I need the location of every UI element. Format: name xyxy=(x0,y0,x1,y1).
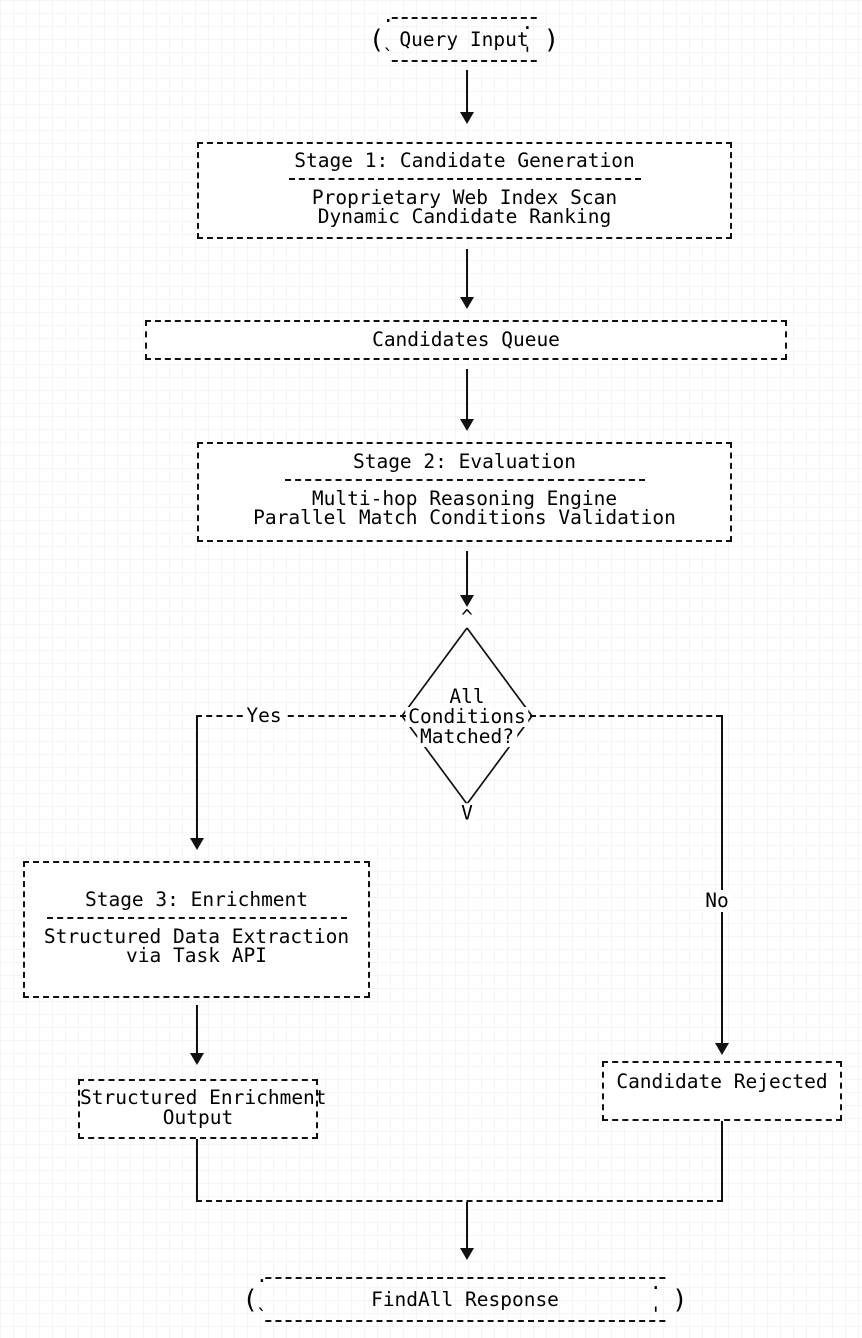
arrow-down-icon xyxy=(460,595,474,607)
stage3-divider xyxy=(46,917,347,919)
process-candidates-queue: Candidates Queue xyxy=(145,320,787,360)
edge-no-horizontal xyxy=(530,715,722,717)
terminal-findall-response-body: FindAll Response xyxy=(256,1264,665,1328)
arrow-down-icon xyxy=(190,838,204,850)
diamond-top-caret: ^ xyxy=(459,605,475,629)
edge-yes-horizontal xyxy=(196,715,406,717)
process-structured-enrichment-output: Structured Enrichment Output xyxy=(78,1079,327,1139)
edge-label-yes: Yes xyxy=(243,705,285,727)
process-stage3-enrichment: Stage 3: Enrichment Structured Data Extr… xyxy=(23,861,370,998)
decision-line-1: All xyxy=(446,687,488,707)
decision-all-conditions-matched: All Conditions Matched? xyxy=(405,687,529,747)
stage3-title: Stage 3: Enrichment xyxy=(84,888,309,911)
right-paren-decoration: ) xyxy=(543,24,560,55)
left-paren-decoration: ( xyxy=(368,24,385,55)
stage3-line-1: Structured Data Extraction xyxy=(43,925,350,948)
right-paren-decoration: ) xyxy=(672,1284,688,1315)
terminal-query-input-label: Query Input xyxy=(399,28,529,51)
left-paren-decoration: ( xyxy=(242,1284,258,1315)
process-stage1-candidate-generation: Stage 1: Candidate Generation Proprietar… xyxy=(197,142,732,239)
diamond-bottom-vee: V xyxy=(459,801,475,825)
terminal-query-input-body: Query Input xyxy=(382,4,537,68)
stage2-title: Stage 2: Evaluation xyxy=(352,450,577,473)
stage2-line-2: Parallel Match Conditions Validation xyxy=(253,506,676,529)
arrow-down-icon xyxy=(715,1043,729,1055)
stage1-line-1: Proprietary Web Index Scan xyxy=(311,186,618,209)
edge-yes-vertical xyxy=(196,715,198,838)
candidates-queue-label: Candidates Queue xyxy=(372,328,560,351)
stage2-line-1: Multi-hop Reasoning Engine xyxy=(311,487,618,510)
terminal-query-input: ( Query Input ) xyxy=(368,4,560,68)
arrow-down-icon xyxy=(190,1053,204,1065)
edge-output-to-merge xyxy=(196,1139,198,1202)
decision-line-3: Matched? xyxy=(417,727,517,747)
arrow-down-icon xyxy=(460,112,474,124)
edge-merge-horizontal xyxy=(196,1200,723,1202)
edge-merge-to-response xyxy=(466,1202,468,1249)
decision-diamond-outline xyxy=(401,627,533,805)
edge-queue-to-stage2 xyxy=(466,369,468,419)
edge-stage1-to-queue xyxy=(466,249,468,299)
edge-label-no: No xyxy=(702,890,732,912)
edge-stage3-to-output xyxy=(196,1005,198,1055)
process-stage2-evaluation: Stage 2: Evaluation Multi-hop Reasoning … xyxy=(197,442,732,542)
process-candidate-rejected: Candidate Rejected xyxy=(602,1061,842,1121)
stage1-line-2: Dynamic Candidate Ranking xyxy=(317,205,612,228)
arrow-down-icon xyxy=(460,297,474,309)
edge-no-vertical xyxy=(721,715,723,1044)
decision-line-2: Conditions xyxy=(405,707,529,727)
edge-stage2-to-decision xyxy=(466,551,468,597)
arrow-down-icon xyxy=(460,419,474,431)
terminal-findall-response-label: FindAll Response xyxy=(371,1288,559,1311)
stage1-title: Stage 1: Candidate Generation xyxy=(294,149,635,172)
enrichment-output-line-1: Structured Enrichment xyxy=(80,1086,327,1109)
stage1-divider xyxy=(288,178,641,180)
stage2-divider xyxy=(284,479,645,481)
candidate-rejected-label: Candidate Rejected xyxy=(616,1070,828,1093)
edge-rejected-to-merge xyxy=(721,1121,723,1202)
terminal-findall-response: ( FindAll Response ) xyxy=(242,1264,688,1328)
stage3-line-2: via Task API xyxy=(126,944,267,967)
enrichment-output-line-2: Output xyxy=(162,1106,234,1129)
arrow-down-icon xyxy=(460,1248,474,1260)
edge-query-to-stage1 xyxy=(466,70,468,114)
